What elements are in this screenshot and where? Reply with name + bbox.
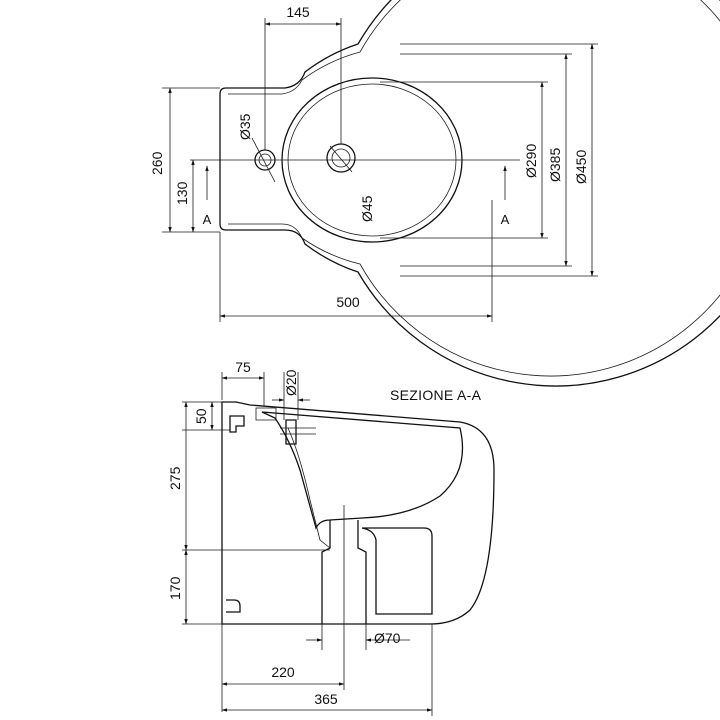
dim-35-leader	[251, 137, 276, 183]
dim-260-label: 260	[149, 151, 165, 175]
dim-70-label: Ø70	[374, 630, 401, 646]
dim-75-label: 75	[235, 359, 251, 375]
drain-hole	[326, 143, 356, 173]
rim-channel-2	[255, 407, 277, 421]
bowl-section	[261, 411, 464, 530]
dim-450-label: Ø450	[573, 150, 589, 184]
top-view: 145 Ø35 Ø45 260 130 A A Ø290 Ø385 Ø45	[149, 0, 720, 387]
dim-45-label: Ø45	[359, 195, 375, 222]
top-view-inner-shell	[228, 0, 720, 377]
foot-detail	[226, 599, 241, 613]
drain-hole-inner	[331, 148, 351, 168]
dim-50-label: 50	[193, 408, 209, 424]
inlet-pipe	[285, 419, 297, 445]
dim-275-label: 275	[167, 466, 183, 490]
rim-channel	[229, 415, 245, 433]
dim-290-label: Ø290	[523, 144, 539, 178]
dim-20-label: Ø20	[283, 369, 299, 396]
dim-130-label: 130	[174, 181, 190, 205]
rear-cavity	[361, 527, 433, 615]
dim-145-label: 145	[286, 4, 310, 20]
section-outline	[221, 401, 495, 625]
section-mark-right: A	[501, 212, 510, 227]
dim-35-label: Ø35	[237, 113, 253, 140]
dim-500-label: 500	[336, 294, 360, 310]
dim-385-label: Ø385	[547, 148, 563, 182]
bowl-wall	[287, 427, 331, 549]
section-mark-left: A	[203, 212, 212, 227]
top-view-outline	[219, 0, 720, 387]
dim-220-label: 220	[271, 664, 295, 680]
dim-170-label: 170	[167, 576, 183, 600]
dim-45-leader	[329, 145, 353, 173]
section-title: SEZIONE A-A	[390, 387, 482, 403]
section-view: SEZIONE A-A 75 Ø20	[167, 359, 495, 716]
dim-365-label: 365	[314, 691, 338, 707]
